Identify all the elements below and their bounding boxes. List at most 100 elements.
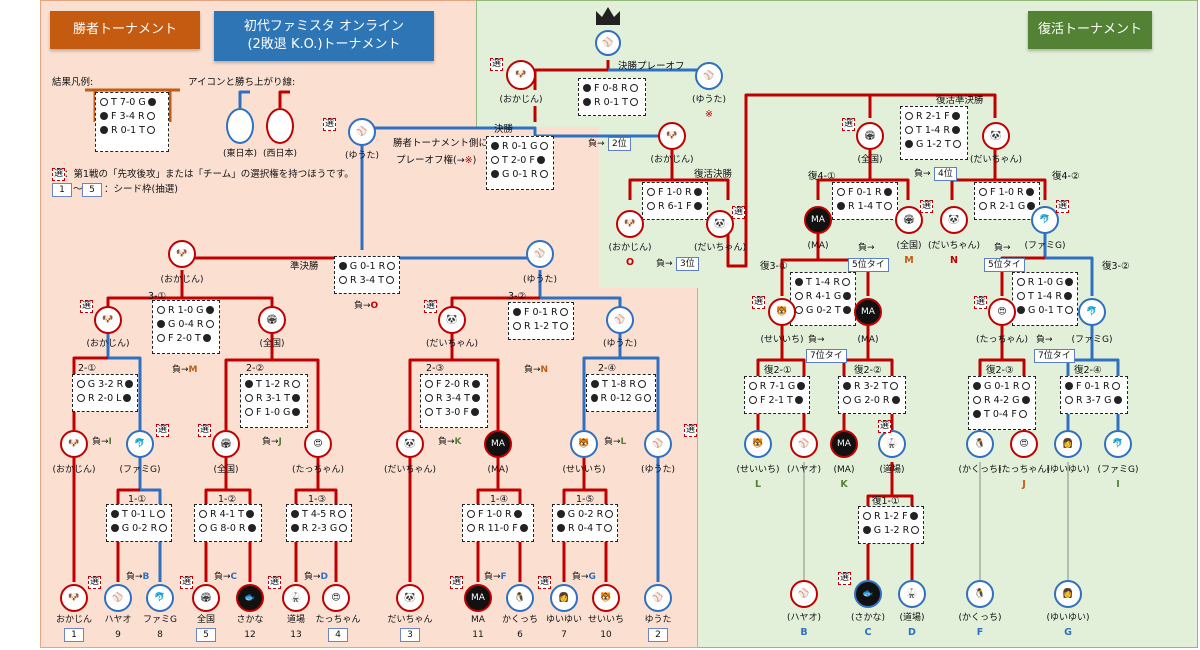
bottom-name-11: ゆいゆい <box>545 615 583 625</box>
label-r3-2: 3-② <box>508 291 526 302</box>
label-r2-2: 2-② <box>246 363 264 374</box>
avatar-okajin-semi: 🐶 <box>168 240 196 268</box>
bottom-name-5: さかな <box>236 615 264 625</box>
result-r2-4: T 1-8 R R 0-12 G <box>586 374 656 412</box>
name-tacchan-f2: (たっちゃん) <box>997 465 1051 475</box>
avatar-daichan-f4: 🐼 <box>940 206 968 234</box>
avatar-yuiyui-bottom: 👩 <box>550 584 578 612</box>
select-mark: 選 <box>88 576 102 589</box>
select-mark: 選 <box>180 576 194 589</box>
rank-4-tag: 4位 <box>934 167 957 181</box>
loser-r2-2: 負→J <box>262 437 282 447</box>
bottom-seed-7: 4 <box>328 628 348 642</box>
result-r3-2: F 0-1 R R 1-2 T <box>508 302 574 340</box>
label-r1-4: 1-④ <box>490 494 508 505</box>
label-f2-4: 復2-④ <box>1074 365 1102 376</box>
name-yuta-playoff: (ゆうた) <box>691 95 727 105</box>
bottom-name-3: ファミG <box>143 615 177 625</box>
select-mark: 選 <box>842 118 856 131</box>
legend-east-label: (東日本) <box>222 149 258 159</box>
avatar-kakucchi-bottom-rev: 🐧 <box>966 580 994 608</box>
avatar-okajin-r2: 🐶 <box>60 430 88 458</box>
name-daichan-f4: (だいちゃん) <box>927 241 981 251</box>
result-f2-3: G 0-1 R R 4-2 G T 0-4 F <box>968 376 1036 430</box>
rank-3-tag: 3位 <box>676 257 699 271</box>
result-f2-1: R 7-1 G F 2-1 T <box>744 376 810 414</box>
label-f1-1: 復1-① <box>872 496 900 507</box>
avatar-okajin-bottom: 🐶 <box>60 584 88 612</box>
result-f4-2: F 1-0 R R 2-1 G <box>974 182 1040 220</box>
title-line2: (2敗退 K.O.)トーナメント <box>247 37 401 52</box>
avatar-seiichi-r2: 🐯 <box>570 430 598 458</box>
bottom-num-11: 7 <box>561 630 567 640</box>
avatar-seiichi-bottom: 🐯 <box>592 584 620 612</box>
avatar-okajin-revfinal: 🐶 <box>616 210 644 238</box>
select-mark: 選 <box>80 300 94 313</box>
bottom-seed-4: 5 <box>196 628 216 642</box>
bottom-name-2: ハヤオ <box>104 615 132 625</box>
name-famig-f3: (ファミG) <box>1071 335 1113 345</box>
bottom-num-3: 8 <box>157 630 163 640</box>
name-daichan-revsemi: (だいちゃん) <box>969 155 1023 165</box>
legend-west-icon <box>266 108 294 144</box>
rank-7-tag-a: 7位タイ <box>806 349 847 363</box>
legend-seed-5: 5 <box>82 183 102 197</box>
avatar-zenkoku-r3: 🏟 <box>258 306 286 334</box>
avatar-ma-r2: MA <box>484 430 512 458</box>
label-f4-2: 復4-② <box>1052 171 1080 182</box>
label-final: 決勝 <box>494 124 514 135</box>
label-r3-1: 3-① <box>148 291 166 302</box>
name-daichan-revfinal: (だいちゃん) <box>693 243 747 253</box>
bottom-name-13: ゆうた <box>644 615 672 625</box>
name-dojo-f2: (道場) <box>879 465 905 475</box>
result-f2-4: F 0-1 R R 3-7 G <box>1060 376 1128 414</box>
loser-r1-3: 負→D <box>304 572 329 582</box>
avatar-daichan-r3: 🐼 <box>438 306 466 334</box>
name-kakucchi-f2: (かくっち) <box>958 465 1002 475</box>
result-f3-1: T 1-4 R R 4-1 G G 0-2 T <box>790 272 856 326</box>
select-mark: 選 <box>838 572 852 585</box>
name-zenkoku-f4: (全国) <box>896 241 922 251</box>
letter-O: O <box>625 257 635 268</box>
name-daichan-r3: (だいちゃん) <box>425 339 479 349</box>
result-revival-semi: R 2-1 F T 1-4 R G 1-2 T <box>900 106 968 160</box>
bottom-num-10: 6 <box>517 630 523 640</box>
avatar-okajin-final: 🐶 <box>658 122 686 150</box>
name-zenkoku-revsemi: (全国) <box>857 155 883 165</box>
title-line1: 初代ファミスタ オンライン <box>243 19 405 35</box>
loser-revsemi: 負→ <box>914 169 931 179</box>
avatar-sakana-bottom: 🐟 <box>236 584 264 612</box>
avatar-daichan-r2: 🐼 <box>396 430 424 458</box>
name-daichan-r2: (だいちゃん) <box>383 465 437 475</box>
rank-2-tag: 2位 <box>608 137 631 151</box>
rev-bottom-dojo: (道場) <box>899 613 925 623</box>
select-mark: 選 <box>424 300 438 313</box>
avatar-dojo-bottom-rev: 🥋 <box>898 580 926 608</box>
bottom-seed-8: 3 <box>400 628 420 642</box>
name-okajin-final: (おかじん) <box>650 155 694 165</box>
name-ma-f2: (MA) <box>833 465 855 475</box>
avatar-yuta-final: ⚾ <box>348 118 376 146</box>
result-f1-1: R 1-2 F G 1-2 R <box>858 506 924 544</box>
loser-f3-1: 負→ <box>808 335 825 345</box>
result-r1-2: R 4-1 T G 8-0 R <box>194 504 262 542</box>
name-ma-f3: (MA) <box>857 335 879 345</box>
name-okajin-semi: (おかじん) <box>160 275 204 285</box>
avatar-tacchan-r2: 😍 <box>304 430 332 458</box>
loser-r3-1: 負→M <box>172 365 198 375</box>
rev-bottom-sakana: (さかな) <box>850 613 886 623</box>
name-seiichi-r2: (せいいち) <box>562 465 606 475</box>
label-f4-1: 復4-① <box>808 171 836 182</box>
name-tacchan-f3: (たっちゃん) <box>975 335 1029 345</box>
label-final-playoff: 決勝プレーオフ <box>618 61 685 72</box>
crown-icon <box>596 7 620 25</box>
avatar-yuta-playoff: ⚾ <box>695 62 723 90</box>
bottom-name-7: たっちゃん <box>315 615 361 625</box>
label-r2-1: 2-① <box>78 363 96 374</box>
label-f2-1: 復2-① <box>764 365 792 376</box>
name-yuta-final: (ゆうた) <box>344 151 380 161</box>
avatar-ma-f4: MA <box>804 206 832 234</box>
result-r1-1: T 0-1 L G 0-2 R <box>106 504 172 542</box>
result-revival-final: F 1-0 R R 6-1 F <box>642 182 708 220</box>
